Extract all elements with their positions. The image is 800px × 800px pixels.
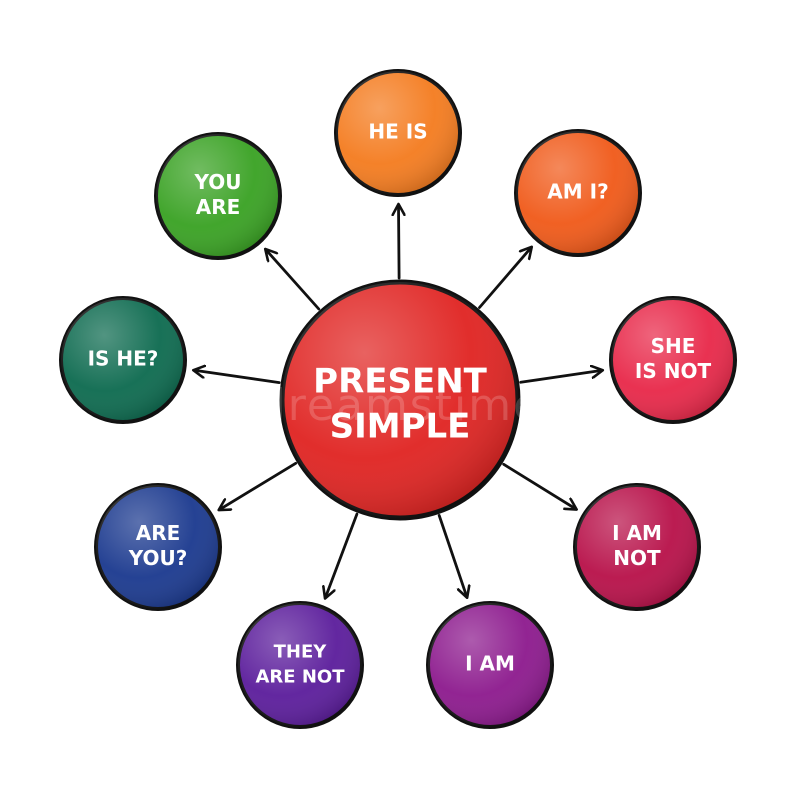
arrow-to-i-am-not — [502, 462, 576, 509]
arrow-to-is-he — [194, 370, 281, 385]
watermark: dreamstime — [258, 380, 542, 431]
node-am-i: AM I? — [514, 129, 642, 257]
node-circle-shine-he-is — [336, 71, 460, 195]
node-label-you-are-line-1: YOU — [193, 170, 241, 194]
arrows — [194, 205, 602, 598]
node-circle-shine-she-is-not — [611, 298, 735, 422]
node-circle-shine-i-am — [428, 603, 552, 727]
arrow-to-you-are — [266, 250, 321, 311]
node-circle-shine-are-you — [96, 485, 220, 609]
node-label-is-he-line-1: IS HE? — [88, 347, 159, 371]
arrow-to-are-you — [220, 461, 298, 509]
node-label-he-is-line-1: HE IS — [368, 120, 427, 144]
center-label-line-1: PRESENT — [313, 362, 487, 402]
node-circle-shine-am-i — [516, 131, 640, 255]
arrow-to-they-are-not — [325, 512, 359, 598]
center-circle-shine — [282, 282, 518, 518]
node-label-am-i-line-1: AM I? — [547, 180, 608, 204]
node-label-you-are-line-2: ARE — [196, 195, 241, 219]
node-circle-shine-is-he — [61, 298, 185, 422]
node-label-they-are-not-line-1: THEY — [274, 642, 328, 663]
center-node: dreamstime PRESENT SIMPLE — [258, 279, 542, 521]
node-label-are-you-line-1: ARE — [136, 521, 181, 545]
node-label-she-is-not-line-1: SHE — [651, 334, 696, 358]
arrow-to-she-is-not — [519, 370, 602, 384]
node-label-i-am-line-1: I AM — [465, 652, 515, 676]
arrow-to-i-am — [437, 514, 467, 597]
node-label-she-is-not-line-2: IS NOT — [635, 359, 712, 383]
arrow-to-he-is — [399, 205, 400, 280]
node-he-is: HE IS — [334, 69, 462, 197]
node-label-i-am-not-line-2: NOT — [613, 546, 661, 570]
node-circle-shine-they-are-not — [238, 603, 362, 727]
arrow-to-am-i — [478, 248, 532, 309]
node-circle-shine-you-are — [156, 134, 280, 258]
node-label-they-are-not-line-2: ARE NOT — [256, 667, 346, 688]
node-they-are-not: THEY ARE NOT — [236, 601, 364, 729]
center-label-line-2: SIMPLE — [330, 407, 471, 447]
node-is-he: IS HE? — [59, 296, 187, 424]
node-label-i-am-not-line-1: I AM — [612, 521, 662, 545]
node-circle-shine-i-am-not — [575, 485, 699, 609]
node-i-am: I AM — [426, 601, 554, 729]
node-label-are-you-line-2: YOU? — [128, 546, 188, 570]
